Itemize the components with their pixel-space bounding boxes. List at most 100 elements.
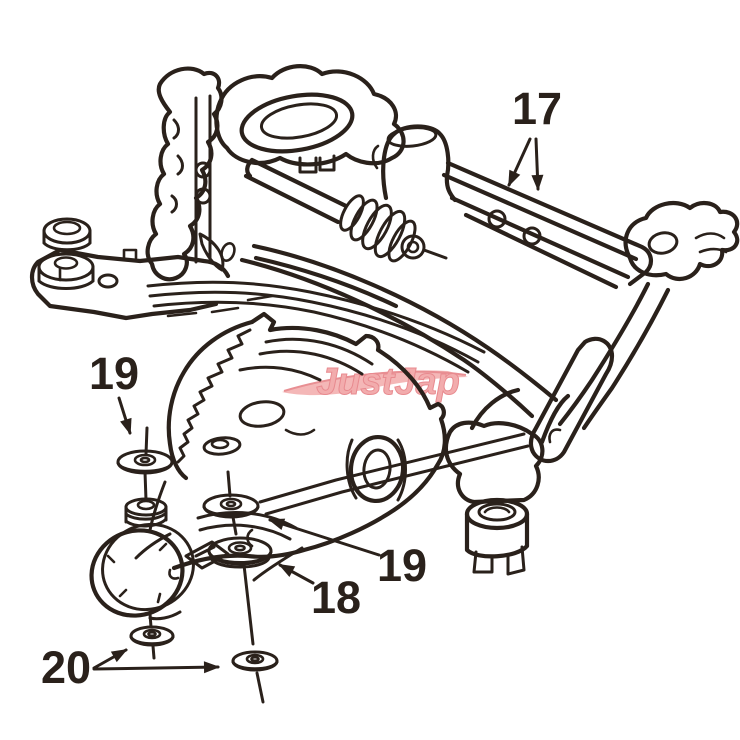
rear-subframe-linework	[29, 64, 740, 464]
long-stud-pin	[242, 563, 265, 704]
washer-hub	[219, 497, 243, 511]
tower-top-oval	[386, 126, 438, 148]
mount-body	[443, 420, 545, 505]
pinion-face-ticks	[106, 542, 168, 604]
pinion-cylinder-rim	[101, 522, 195, 612]
bushing-top-hub	[52, 220, 82, 236]
washer-19-right	[202, 470, 260, 536]
callout-19-left-arrow	[117, 396, 132, 435]
diff-cover-arc	[166, 319, 255, 481]
diff-side-flange-hole	[362, 448, 392, 490]
washer-hub-hole	[234, 544, 246, 552]
callout-19-right: 19	[268, 518, 427, 591]
washer-rim	[207, 550, 273, 569]
side-rail	[441, 160, 653, 290]
differential-linework	[89, 311, 530, 621]
cv-boot	[339, 194, 448, 263]
front-tube	[146, 280, 486, 374]
hook-oval	[220, 241, 236, 263]
stud-pin	[148, 612, 156, 660]
washer-20-left	[129, 612, 175, 660]
stack-bushing-on-diff	[124, 497, 168, 528]
callout-19-left: 19	[89, 348, 139, 435]
bushing-washer-hub	[53, 256, 79, 270]
washer-hub-hole	[225, 500, 237, 508]
callout-17-label: 17	[512, 83, 562, 134]
diff-boss-hub	[210, 438, 230, 450]
trailing-arm	[528, 336, 615, 464]
right-rear-mount	[443, 387, 571, 576]
front-left-bushing	[37, 217, 95, 290]
diff-boss	[202, 436, 242, 456]
stack-hub	[136, 499, 156, 511]
callout-20-arrow	[92, 661, 220, 674]
driveshaft	[243, 157, 349, 225]
boot-rib	[361, 203, 393, 251]
right-ear	[623, 200, 740, 282]
washer-hub-hole	[147, 630, 157, 638]
callout-19-left-label: 19	[89, 348, 139, 399]
diff-side-flange	[348, 434, 406, 504]
washer-hub	[245, 653, 265, 665]
washer-rim	[231, 660, 279, 671]
lower-bar	[258, 432, 530, 516]
callout-18: 18	[278, 563, 361, 623]
bracket-ring-inner	[259, 102, 339, 140]
boot-end	[400, 234, 426, 260]
boot-rib	[349, 198, 379, 242]
washer-hub	[227, 541, 253, 555]
ear-finger-lines	[694, 232, 728, 254]
diff-flange-plate	[345, 438, 407, 502]
washer-rim	[116, 461, 174, 473]
boot-rib	[339, 194, 365, 232]
washer-rim	[129, 635, 175, 646]
washer-rim	[202, 505, 260, 517]
callout-20-arrow	[92, 648, 128, 670]
arm-detail-dashes	[58, 248, 274, 318]
diff-cover-serration	[176, 328, 252, 464]
watermark-swoosh-edge	[283, 370, 467, 392]
watermark-text: JustJap	[316, 361, 460, 403]
bracket-tabs	[298, 154, 336, 174]
subframe-left-plate	[170, 94, 212, 264]
washer-hub	[133, 453, 157, 467]
callout-17: 17	[507, 83, 562, 191]
arm-hook-piece	[198, 232, 225, 272]
diff-housing	[171, 311, 447, 571]
mount-bushing-legs	[472, 545, 526, 576]
mount-bushing-swirl	[477, 502, 517, 522]
arm-hook	[548, 428, 562, 444]
ear-hole	[647, 231, 679, 255]
stud-pin	[226, 470, 238, 536]
callout-19-right-arrow	[268, 518, 381, 557]
boot-rib	[373, 209, 407, 259]
right-frame-leg	[557, 281, 671, 431]
washer-hub-hole	[139, 456, 151, 464]
tower-curl	[371, 144, 380, 170]
washer-20-right	[231, 650, 279, 672]
diff-port	[238, 400, 286, 428]
bushing-washer-side	[37, 265, 95, 290]
watermark: JustJap	[282, 361, 468, 404]
mount-bushing-swirl-inner	[483, 506, 511, 514]
diff-dome-ridges	[238, 337, 374, 382]
washer-19-left	[116, 426, 174, 502]
arm-hole	[97, 273, 119, 289]
boot-rib	[387, 219, 417, 263]
shaft-stub	[422, 248, 448, 260]
front-arm	[29, 247, 231, 321]
washer-hub-hole	[250, 655, 260, 663]
plate-hole	[194, 161, 212, 179]
diff-port-arc	[284, 428, 316, 436]
plate-hole	[194, 187, 212, 205]
washer-hub	[142, 628, 162, 640]
watermark-swoosh	[282, 370, 468, 396]
bushing-top-side	[42, 229, 92, 252]
washer-18	[207, 536, 273, 704]
callout-20: 20	[41, 642, 220, 693]
bracket-ring-outer	[239, 92, 355, 154]
callout-20-label: 20	[41, 642, 91, 693]
stack-body	[124, 505, 168, 528]
